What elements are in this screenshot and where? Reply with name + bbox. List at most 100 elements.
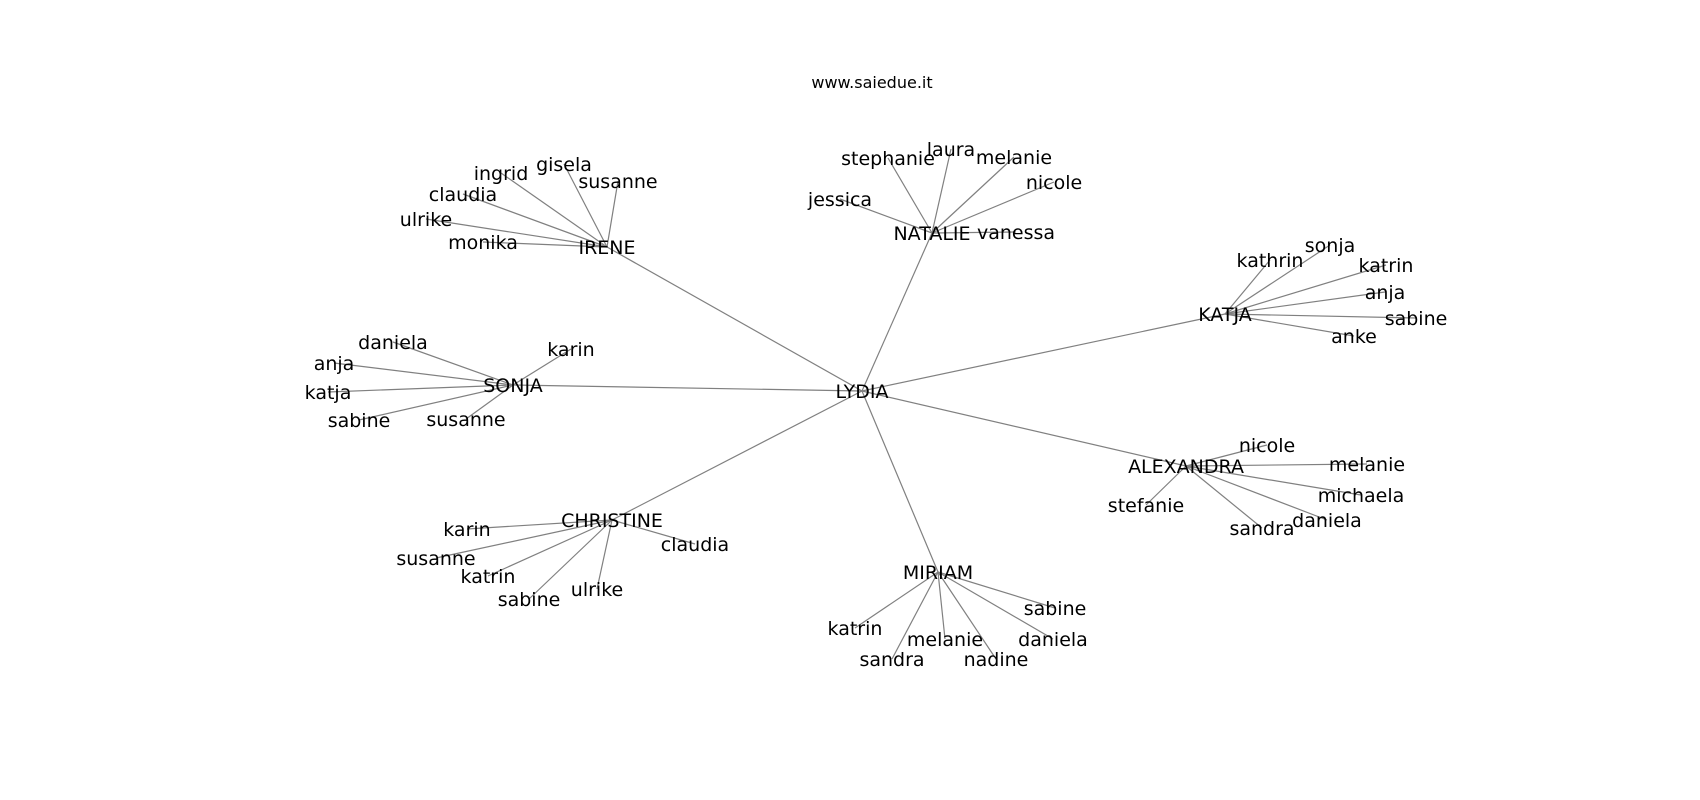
node-leaf-natalie-vanessa: vanessa [977, 222, 1055, 244]
node-hub-katja: KATJA [1198, 304, 1252, 326]
edge-irene-gisela [563, 163, 608, 248]
node-hub-irene: IRENE [578, 237, 635, 259]
edge-katja-sonja [1224, 244, 1331, 315]
node-leaf-katja-katrin: katrin [1359, 255, 1414, 277]
edge-root-christine [611, 390, 863, 521]
node-leaf-natalie-stephanie: stephanie [841, 148, 935, 170]
node-leaf-miriam-daniela: daniela [1018, 629, 1088, 651]
edge-natalie-nicole [931, 181, 1055, 234]
edge-katja-katrin [1224, 264, 1387, 315]
node-hub-sonja: SONJA [483, 375, 543, 397]
node-leaf-christine-susanne: susanne [396, 548, 475, 570]
node-leaf-sonja-katja: katja [305, 382, 352, 404]
edge-miriam-sabine [937, 571, 1056, 609]
node-hub-alexandra: ALEXANDRA [1128, 456, 1244, 478]
node-leaf-natalie-melanie: melanie [976, 147, 1052, 169]
edge-irene-monika [482, 241, 608, 248]
edge-irene-claudia [462, 193, 608, 248]
node-leaf-alexandra-nicole: nicole [1239, 435, 1295, 457]
edge-natalie-melanie [931, 156, 1015, 234]
node-leaf-irene-ulrike: ulrike [400, 209, 452, 231]
node-leaf-miriam-nadine: nadine [964, 649, 1029, 671]
node-leaf-katja-sabine: sabine [1385, 308, 1448, 330]
node-root-lydia: LYDIA [836, 381, 889, 403]
edge-alexandra-daniela [1185, 465, 1328, 521]
edge-katja-sabine [1224, 313, 1417, 319]
node-leaf-irene-claudia: claudia [429, 184, 497, 206]
edge-root-katja [861, 313, 1226, 392]
edge-alexandra-stefanie [1145, 465, 1187, 506]
edges-layer [327, 148, 1417, 660]
node-leaf-miriam-sabine: sabine [1024, 598, 1087, 620]
node-leaf-alexandra-sandra: sandra [1229, 518, 1294, 540]
edge-irene-ingrid [500, 172, 608, 248]
edge-miriam-sandra [891, 571, 939, 660]
edge-sonja-sabine [358, 384, 514, 421]
node-leaf-christine-ulrike: ulrike [571, 579, 623, 601]
node-leaf-natalie-nicole: nicole [1026, 172, 1082, 194]
node-leaf-natalie-jessica: jessica [807, 189, 872, 211]
node-leaf-christine-katrin: katrin [461, 566, 516, 588]
edge-natalie-laura [931, 148, 952, 234]
node-hub-christine: CHRISTINE [561, 510, 663, 532]
node-leaf-irene-monika: monika [448, 232, 518, 254]
node-leaf-alexandra-melanie: melanie [1329, 454, 1405, 476]
node-leaf-katja-anke: anke [1331, 326, 1377, 348]
node-leaf-christine-sabine: sabine [498, 589, 561, 611]
diagram-title: www.saiedue.it [811, 73, 932, 92]
edge-miriam-daniela [937, 571, 1054, 640]
edge-alexandra-sandra [1185, 465, 1263, 529]
edge-natalie-vanessa [931, 231, 1017, 234]
edge-katja-anke [1224, 313, 1355, 337]
edge-katja-kathrin [1224, 259, 1271, 315]
edge-miriam-nadine [937, 571, 997, 660]
edge-natalie-jessica [839, 198, 933, 234]
edge-christine-sabine [528, 519, 613, 600]
node-leaf-sonja-daniela: daniela [358, 332, 428, 354]
node-leaf-christine-claudia: claudia [661, 534, 729, 556]
edge-sonja-anja [333, 362, 514, 386]
edge-root-irene [606, 246, 863, 392]
edge-alexandra-melanie [1185, 463, 1368, 467]
edge-christine-katrin [487, 519, 613, 577]
node-leaf-katja-sonja: sonja [1305, 235, 1356, 257]
node-leaf-alexandra-michaela: michaela [1318, 485, 1405, 507]
edge-sonja-daniela [392, 341, 514, 386]
edge-irene-ulrike [425, 218, 608, 248]
edge-root-alexandra [861, 390, 1187, 467]
edge-root-miriam [861, 390, 939, 573]
node-leaf-sonja-anja: anja [314, 353, 355, 375]
edge-christine-ulrike [596, 519, 613, 590]
node-leaf-katja-kathrin: kathrin [1237, 250, 1304, 272]
node-leaf-irene-ingrid: ingrid [474, 163, 529, 185]
edge-christine-susanne [435, 519, 613, 559]
node-leaf-sonja-susanne: susanne [426, 409, 505, 431]
node-leaf-irene-susanne: susanne [578, 171, 657, 193]
node-leaf-christine-karin: karin [443, 519, 490, 541]
node-leaf-natalie-laura: laura [927, 139, 975, 161]
edge-katja-anja [1224, 291, 1386, 315]
node-hub-natalie: NATALIE [893, 223, 970, 245]
node-leaf-irene-gisela: gisela [536, 154, 592, 176]
node-leaf-alexandra-stefanie: stefanie [1108, 495, 1184, 517]
node-leaf-miriam-melanie: melanie [907, 629, 983, 651]
node-leaf-katja-anja: anja [1365, 282, 1406, 304]
edge-alexandra-michaela [1185, 465, 1362, 496]
edge-root-sonja [512, 384, 863, 392]
node-leaf-alexandra-daniela: daniela [1292, 510, 1362, 532]
node-leaf-sonja-sabine: sabine [328, 410, 391, 432]
edge-root-natalie [861, 232, 933, 392]
node-leaf-sonja-karin: karin [547, 339, 594, 361]
edge-irene-susanne [606, 180, 619, 248]
node-leaf-miriam-sandra: sandra [859, 649, 924, 671]
edge-alexandra-nicole [1185, 444, 1268, 467]
node-leaf-miriam-katrin: katrin [828, 618, 883, 640]
edge-natalie-stephanie [887, 157, 933, 234]
edge-sonja-karin [512, 348, 572, 386]
edge-miriam-melanie [937, 571, 946, 640]
edge-christine-karin [466, 519, 613, 530]
edge-sonja-katja [327, 384, 514, 393]
